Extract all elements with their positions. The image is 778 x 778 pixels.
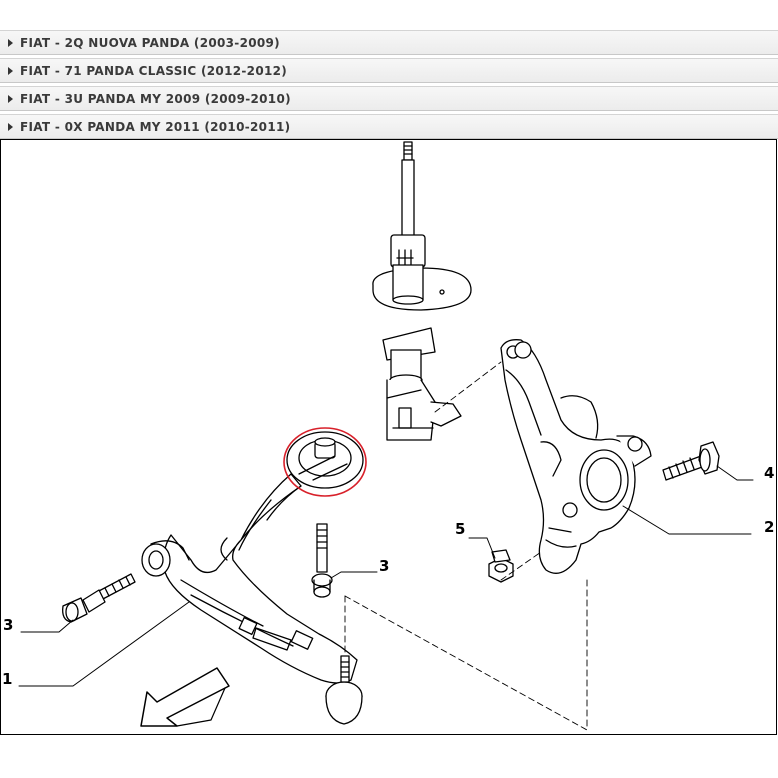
steering-knuckle[interactable] (500, 339, 652, 574)
expand-arrow-icon[interactable] (8, 123, 13, 131)
bolt-4[interactable] (662, 441, 720, 481)
model-row-2q-nuova-panda[interactable]: FIAT - 2Q NUOVA PANDA (2003-2009) (0, 30, 778, 55)
model-list: FIAT - 2Q NUOVA PANDA (2003-2009) FIAT -… (0, 30, 778, 142)
model-row-3u-panda-my2009[interactable]: FIAT - 3U PANDA MY 2009 (2009-2010) (0, 86, 778, 111)
expand-arrow-icon[interactable] (8, 67, 13, 75)
callout-1[interactable]: 1 (2, 670, 13, 688)
front-direction-arrow-icon (140, 667, 230, 727)
model-row-0x-panda-my2011[interactable]: FIAT - 0X PANDA MY 2011 (2010-2011) (0, 114, 778, 139)
suspension-exploded-drawing (18, 141, 754, 731)
nut-5[interactable] (488, 549, 514, 583)
bolt-3-middle[interactable] (311, 523, 333, 598)
shock-absorber-strut[interactable] (372, 141, 472, 441)
lower-control-arm[interactable] (141, 431, 364, 725)
model-row-label: FIAT - 71 PANDA CLASSIC (2012-2012) (20, 64, 288, 78)
bolt-3-left[interactable] (62, 573, 136, 623)
expand-arrow-icon[interactable] (8, 95, 13, 103)
callout-3-left[interactable]: 3 (3, 616, 14, 634)
callout-5[interactable]: 5 (455, 520, 466, 538)
callout-4[interactable]: 4 (764, 464, 775, 482)
highlight-circle (283, 427, 367, 497)
expand-arrow-icon[interactable] (8, 39, 13, 47)
model-row-label: FIAT - 2Q NUOVA PANDA (2003-2009) (20, 36, 280, 50)
model-row-label: FIAT - 0X PANDA MY 2011 (2010-2011) (20, 120, 291, 134)
model-row-71-panda-classic[interactable]: FIAT - 71 PANDA CLASSIC (2012-2012) (0, 58, 778, 83)
model-row-label: FIAT - 3U PANDA MY 2009 (2009-2010) (20, 92, 291, 106)
callout-3-middle[interactable]: 3 (379, 557, 390, 575)
callout-2[interactable]: 2 (764, 518, 775, 536)
parts-diagram: 1 2 3 3 4 5 (0, 139, 777, 735)
